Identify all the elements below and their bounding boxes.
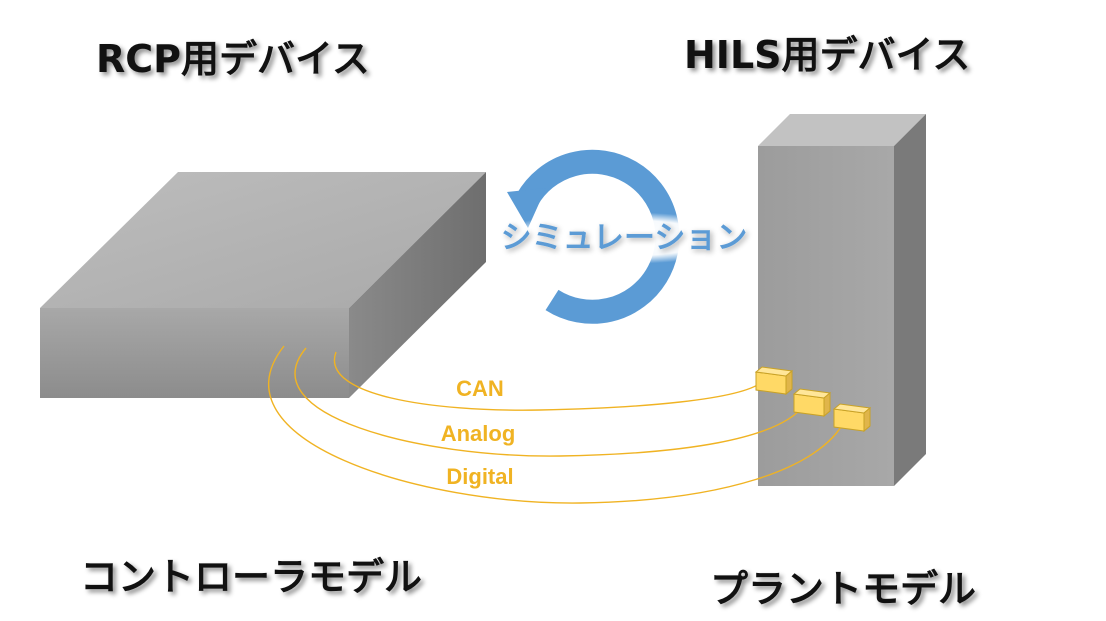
analog-wire bbox=[294, 347, 806, 457]
can-wire bbox=[333, 351, 763, 411]
connector-digital bbox=[832, 403, 872, 433]
simulation-cycle-arrow bbox=[494, 149, 750, 324]
plant-model-label: プラントモデル bbox=[710, 567, 977, 611]
signal-label-analog: Analog bbox=[441, 421, 516, 446]
hils-device-tower bbox=[758, 114, 926, 486]
rcp-device-box bbox=[40, 172, 486, 398]
digital-wire bbox=[268, 345, 846, 504]
rcp-device-title: RCP用デバイス bbox=[96, 37, 370, 81]
signal-label-digital: Digital bbox=[446, 464, 513, 489]
signal-wires bbox=[268, 345, 846, 504]
signal-label-can: CAN bbox=[456, 376, 504, 401]
connector-analog bbox=[792, 388, 832, 418]
connector-ports bbox=[754, 366, 872, 433]
controller-model-label: コントローラモデル bbox=[80, 555, 423, 599]
connector-can bbox=[754, 366, 794, 396]
simulation-label: シミュレーション bbox=[501, 220, 748, 256]
hils-device-title: HILS用デバイス bbox=[684, 33, 971, 77]
